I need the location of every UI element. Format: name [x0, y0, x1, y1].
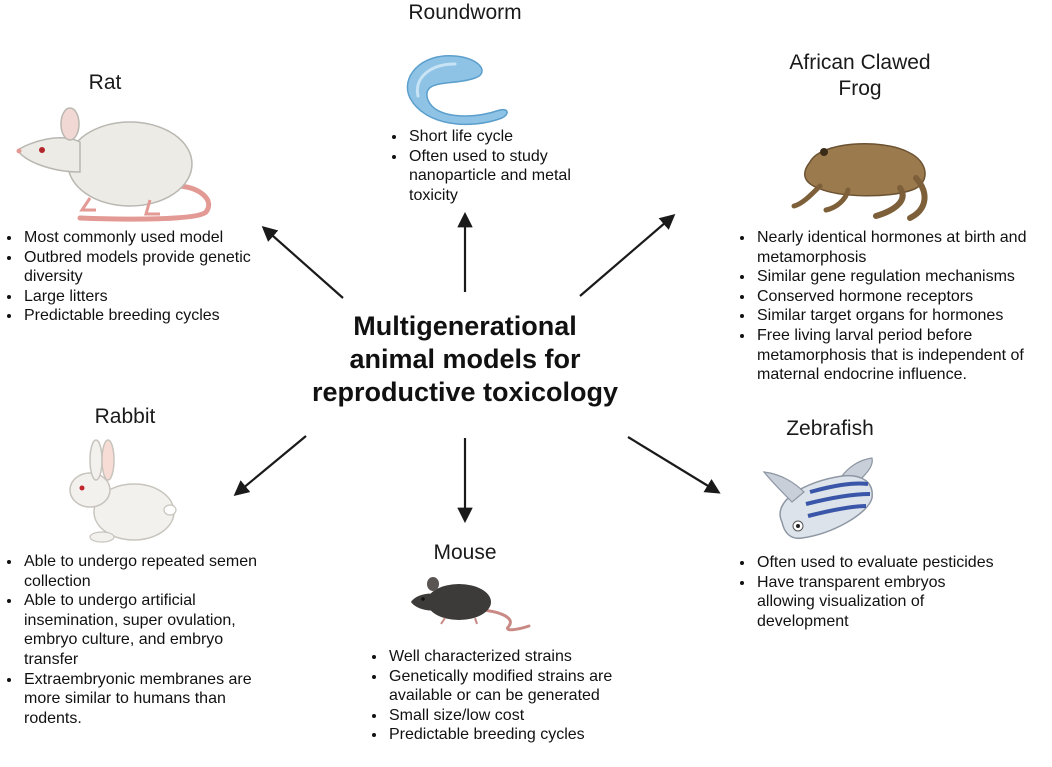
mouse-title: Mouse [433, 541, 497, 564]
list-item: Outbred models provide genetic diversity [22, 248, 272, 287]
mouse-bullets: Well characterized strains Genetically m… [365, 647, 647, 745]
list-item: Large litters [22, 287, 272, 307]
roundworm-bullets: Short life cycle Often used to study nan… [385, 127, 607, 205]
list-item: Conserved hormone receptors [755, 287, 1052, 307]
arrow-to-frog [579, 213, 676, 297]
zebrafish-bullets: Often used to evaluate pesticides Have t… [733, 553, 995, 631]
rat-bullets: Most commonly used model Outbred models … [0, 228, 272, 326]
arrow-to-zebrafish [627, 436, 721, 494]
frog-bullets: Nearly identical hormones at birth and m… [733, 228, 1052, 385]
frog-title: African Clawed Frog [789, 51, 931, 100]
rabbit-icon [69, 439, 177, 543]
rat-title: Rat [88, 71, 122, 94]
list-item: Predictable breeding cycles [22, 306, 272, 326]
list-item: Free living larval period before metamor… [755, 326, 1052, 385]
list-item: Nearly identical hormones at birth and m… [755, 228, 1052, 267]
arrow-to-rabbit [233, 435, 307, 496]
center-title: Multigenerational animal models for repr… [311, 311, 619, 407]
roundworm-title: Roundworm [408, 1, 522, 24]
list-item: Extraembryonic membranes are more simila… [22, 670, 262, 729]
list-item: Predictable breeding cycles [387, 725, 647, 745]
roundworm-icon [406, 55, 508, 126]
rat-icon [16, 107, 212, 222]
zebrafish-icon [762, 457, 873, 540]
list-item: Similar gene regulation mechanisms [755, 267, 1052, 287]
rabbit-bullets: Able to undergo repeated semen collectio… [0, 552, 262, 728]
list-item: Often used to study nanoparticle and met… [407, 147, 607, 206]
list-item: Have transparent embryos allowing visual… [755, 573, 995, 632]
arrow-to-rat [261, 225, 344, 299]
rabbit-title: Rabbit [94, 405, 156, 428]
list-item: Able to undergo repeated semen collectio… [22, 552, 262, 591]
list-item: Often used to evaluate pesticides [755, 553, 995, 573]
list-item: Similar target organs for hormones [755, 306, 1052, 326]
frog-icon [791, 143, 928, 221]
list-item: Most commonly used model [22, 228, 272, 248]
list-item: Short life cycle [407, 127, 607, 147]
list-item: Well characterized strains [387, 647, 647, 667]
zebrafish-title: Zebrafish [786, 417, 874, 440]
list-item: Small size/low cost [387, 706, 647, 726]
mouse-icon [411, 577, 531, 632]
list-item: Able to undergo artificial insemination,… [22, 591, 262, 669]
list-item: Genetically modified strains are availab… [387, 667, 647, 706]
